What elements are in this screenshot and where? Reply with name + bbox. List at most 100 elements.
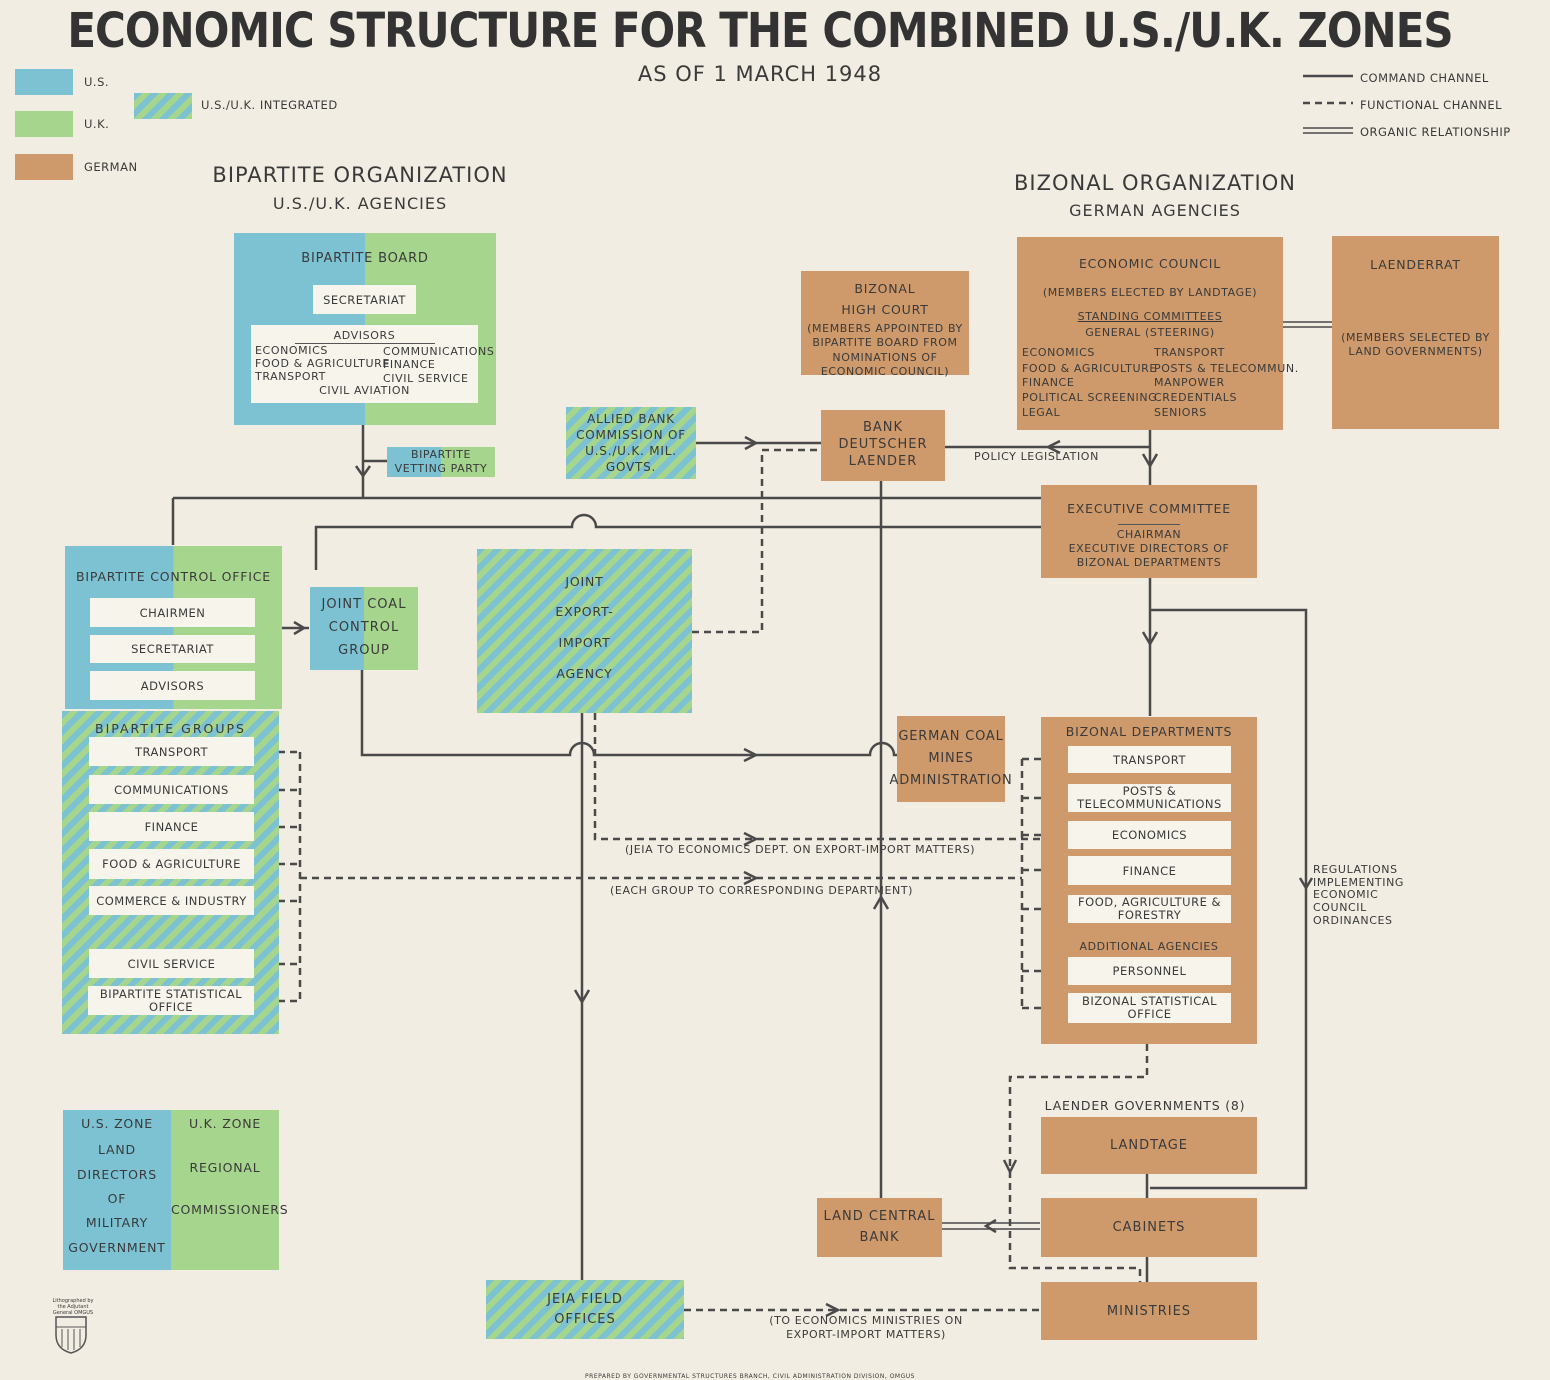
econ-council-standing: STANDING COMMITTEES: [1077, 310, 1223, 323]
ec-right-0: TRANSPORT: [1154, 346, 1225, 359]
board-advisors-title: ADVISORS: [333, 329, 396, 342]
board-adv-right-0: COMMUNICATIONS: [383, 345, 495, 358]
ec-right-4: SENIORS: [1154, 406, 1207, 419]
board-adv-right-1: FINANCE: [383, 358, 436, 371]
high-court-l1: BIZONAL: [854, 281, 916, 296]
legend-functional-label: FUNCTIONAL CHANNEL: [1360, 98, 1503, 112]
jeia-line-3: AGENCY: [556, 666, 613, 681]
executive-committee: [1041, 485, 1257, 578]
bco-secretariat: SECRETARIAT: [90, 635, 255, 663]
land-central-bank: LAND CENTRAL BANK: [817, 1198, 942, 1257]
exec-directors: EXECUTIVE DIRECTORS OF BIZONAL DEPARTMEN…: [1068, 542, 1230, 570]
groups-title: BIPARTITE GROUPS: [95, 721, 246, 736]
legend-german-swatch: [15, 154, 73, 180]
regulations-label: REGULATIONS IMPLEMENTING ECONOMIC COUNCI…: [1313, 863, 1405, 927]
laender-governments-label: LAENDER GOVERNMENTS (8): [1044, 1098, 1246, 1113]
us-zone-l1: LAND: [98, 1142, 136, 1157]
bco-chairmen: CHAIRMEN: [90, 598, 255, 627]
group-transport: TRANSPORT: [89, 737, 254, 766]
agency-personnel: PERSONNEL: [1068, 957, 1231, 985]
bank-deutscher-laender: BANK DEUTSCHER LAENDER: [821, 410, 945, 481]
us-zone-l5: GOVERNMENT: [68, 1240, 166, 1255]
uk-zone-box: [171, 1110, 279, 1270]
field-note: (TO ECONOMICS MINISTRIES ON EXPORT-IMPOR…: [769, 1314, 963, 1342]
allied-bank-commission: ALLIED BANK COMMISSION OF U.S./U.K. MIL.…: [566, 407, 696, 479]
board-adv-left-2: TRANSPORT: [255, 370, 326, 383]
agency-statistical-office: BIZONAL STATISTICAL OFFICE: [1068, 993, 1231, 1023]
prepared-by: PREPARED BY GOVERNMENTAL STRUCTURES BRAN…: [585, 1373, 915, 1380]
dept-finance: FINANCE: [1068, 856, 1231, 885]
ec-left-1: FOOD & AGRICULTURE: [1022, 362, 1157, 375]
jeia: [477, 549, 692, 713]
jeia-line-1: EXPORT-: [555, 604, 614, 619]
ec-left-0: ECONOMICS: [1022, 346, 1095, 359]
high-court-l2: HIGH COURT: [841, 302, 929, 317]
laenderrat-title: LAENDERRAT: [1370, 257, 1461, 272]
group-communications: COMMUNICATIONS: [89, 775, 254, 804]
legend-uk-label: U.K.: [84, 117, 110, 131]
ec-left-2: FINANCE: [1022, 376, 1075, 389]
joint-coal-control-group: JOINT COAL CONTROL GROUP: [310, 587, 418, 670]
us-zone-l3: OF: [107, 1191, 127, 1206]
ministries: MINISTRIES: [1041, 1282, 1257, 1340]
depts-additional: ADDITIONAL AGENCIES: [1079, 940, 1219, 953]
group-statistical-office: BIPARTITE STATISTICAL OFFICE: [88, 986, 254, 1015]
jeia-line-0: JOINT: [565, 574, 604, 589]
legend-us-swatch: [15, 69, 73, 95]
econ-council-members: (MEMBERS ELECTED BY LANDTAGE): [1042, 286, 1258, 299]
uk-zone-l1: REGIONAL: [189, 1160, 261, 1175]
page-subtitle: AS OF 1 MARCH 1948: [637, 62, 883, 86]
us-zone-l2: DIRECTORS: [77, 1167, 157, 1182]
bizonal-high-court: [801, 271, 969, 375]
advisors-rule: [295, 343, 435, 344]
board-adv-left-0: ECONOMICS: [255, 344, 328, 357]
bipartite-subheading: U.S./U.K. AGENCIES: [272, 194, 448, 213]
group-food-agriculture: FOOD & AGRICULTURE: [89, 849, 254, 879]
jeia-line-2: IMPORT: [558, 635, 611, 650]
bizonal-heading: BIZONAL ORGANIZATION: [1013, 171, 1296, 195]
exec-rule: [1118, 524, 1180, 525]
group-note: (EACH GROUP TO CORRESPONDING DEPARTMENT): [610, 884, 914, 897]
board-adv-bottom: CIVIL AVIATION: [319, 384, 410, 397]
ec-left-4: LEGAL: [1022, 406, 1061, 419]
jeia-field-offices: JEIA FIELD OFFICES: [486, 1280, 684, 1339]
economic-council: [1017, 237, 1283, 430]
laenderrat: [1332, 236, 1499, 429]
bipartite-board-title: BIPARTITE BOARD: [301, 251, 429, 266]
bco-advisors: ADVISORS: [90, 671, 255, 700]
ec-left-3: POLITICAL SCREENING: [1022, 391, 1158, 404]
page-title: ECONOMIC STRUCTURE FOR THE COMBINED U.S.…: [67, 2, 1453, 59]
group-commerce-industry: COMMERCE & INDUSTRY: [89, 886, 254, 915]
board-adv-left-1: FOOD & AGRICULTURE: [255, 357, 390, 370]
german-coal-mines-admin: GERMAN COAL MINES ADMINISTRATION: [890, 716, 1012, 802]
dept-economics: ECONOMICS: [1068, 821, 1231, 849]
legend-command-label: COMMAND CHANNEL: [1360, 71, 1489, 85]
legend-us-label: U.S.: [84, 75, 110, 89]
legend-uk-swatch: [15, 111, 73, 137]
group-finance: FINANCE: [89, 812, 254, 841]
legend-integrated-swatch: [134, 93, 192, 119]
legend-organic-label: ORGANIC RELATIONSHIP: [1360, 125, 1511, 139]
landtage: LANDTAGE: [1041, 1117, 1257, 1174]
dept-transport: TRANSPORT: [1068, 746, 1231, 773]
bipartite-heading: BIPARTITE ORGANIZATION: [212, 163, 508, 187]
depts-title: BIZONAL DEPARTMENTS: [1065, 724, 1233, 739]
group-civil-service: CIVIL SERVICE: [89, 949, 254, 978]
litho-text: Lithographed by the Adjutant General OMG…: [52, 1298, 94, 1316]
econ-council-general: GENERAL (STEERING): [1085, 326, 1215, 339]
uk-zone-l0: U.K. ZONE: [188, 1116, 262, 1131]
laenderrat-members: (MEMBERS SELECTED BY LAND GOVERNMENTS): [1341, 331, 1490, 359]
cabinets: CABINETS: [1041, 1198, 1257, 1257]
board-adv-right-2: CIVIL SERVICE: [383, 372, 469, 385]
exec-title: EXECUTIVE COMMITTEE: [1067, 501, 1231, 516]
us-zone-l0: U.S. ZONE: [81, 1116, 153, 1131]
us-zone-box: [63, 1110, 171, 1270]
legend-german-label: GERMAN: [84, 160, 138, 174]
bizonal-subheading: GERMAN AGENCIES: [1069, 201, 1241, 220]
policy-legislation-label: POLICY LEGISLATION: [974, 450, 1099, 463]
exec-chair: CHAIRMAN: [1116, 528, 1182, 541]
ec-right-3: CREDENTIALS: [1154, 391, 1238, 404]
board-advisors-box: [251, 325, 478, 403]
dept-food-agriculture-forestry: FOOD, AGRICULTURE & FORESTRY: [1068, 895, 1231, 923]
